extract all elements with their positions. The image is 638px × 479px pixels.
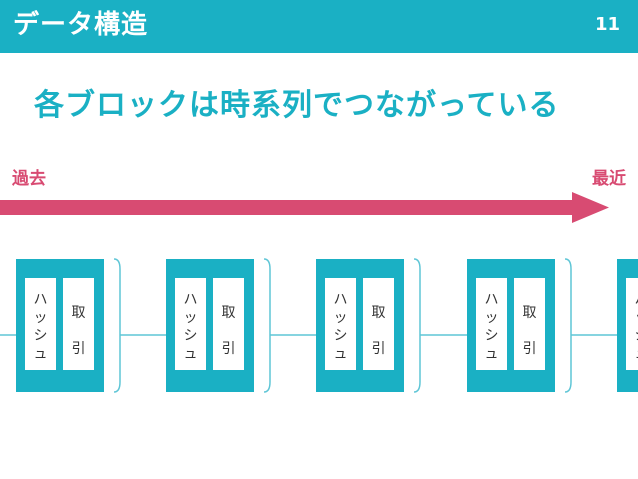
transaction-label-char: 取 <box>222 305 236 321</box>
block-bracket <box>263 258 271 393</box>
hash-cell <box>325 278 356 370</box>
transaction-label-char: 取 <box>72 305 86 321</box>
hash-label-char: シ <box>635 328 638 344</box>
slide-title: データ構造 <box>13 10 149 40</box>
hash-label-char: ュ <box>485 346 499 362</box>
transaction-label-char: 引 <box>372 341 386 357</box>
transaction-label-char: 引 <box>523 341 537 357</box>
transaction-label-char: 引 <box>72 341 86 357</box>
timeline-arrow <box>0 192 609 223</box>
timeline-arrow-shaft <box>0 200 582 215</box>
transaction-cell <box>63 278 94 370</box>
hash-cell <box>25 278 56 370</box>
hash-label-char: ュ <box>184 346 198 362</box>
transaction-label-char: 取 <box>372 305 386 321</box>
page-number: 11 <box>594 14 620 35</box>
past-label: 過去 <box>12 169 46 189</box>
transaction-cell <box>363 278 394 370</box>
slide-heading: 各ブロックは時系列でつながっている <box>34 88 560 123</box>
hash-label-char: ハ <box>635 292 638 308</box>
hash-label-char: ハ <box>34 292 48 308</box>
hash-label-char: ッ <box>635 310 638 326</box>
block-bracket <box>113 258 121 393</box>
hash-label-char: ッ <box>334 310 348 326</box>
transaction-cell <box>514 278 545 370</box>
hash-label-char: シ <box>485 328 499 344</box>
hash-label-char: ッ <box>485 310 499 326</box>
hash-label-char: シ <box>34 328 48 344</box>
transaction-cell <box>213 278 244 370</box>
hash-label-char: ッ <box>184 310 198 326</box>
hash-label-char: ュ <box>334 346 348 362</box>
recent-label: 最近 <box>592 169 626 189</box>
hash-cell <box>626 278 638 370</box>
hash-label-char: シ <box>334 328 348 344</box>
hash-label-char: シ <box>184 328 198 344</box>
hash-label-char: ュ <box>635 346 638 362</box>
hash-cell <box>476 278 507 370</box>
timeline-arrow-head <box>572 192 609 223</box>
transaction-label-char: 取 <box>523 305 537 321</box>
hash-label-char: ハ <box>485 292 499 308</box>
slide-header: データ構造 11 <box>0 0 638 53</box>
hash-label-char: ハ <box>334 292 348 308</box>
hash-label-char: ュ <box>34 346 48 362</box>
hash-label-char: ハ <box>184 292 198 308</box>
transaction-label-char: 引 <box>222 341 236 357</box>
block-bracket <box>564 258 572 393</box>
hash-cell <box>175 278 206 370</box>
hash-label-char: ッ <box>34 310 48 326</box>
block-bracket <box>413 258 421 393</box>
